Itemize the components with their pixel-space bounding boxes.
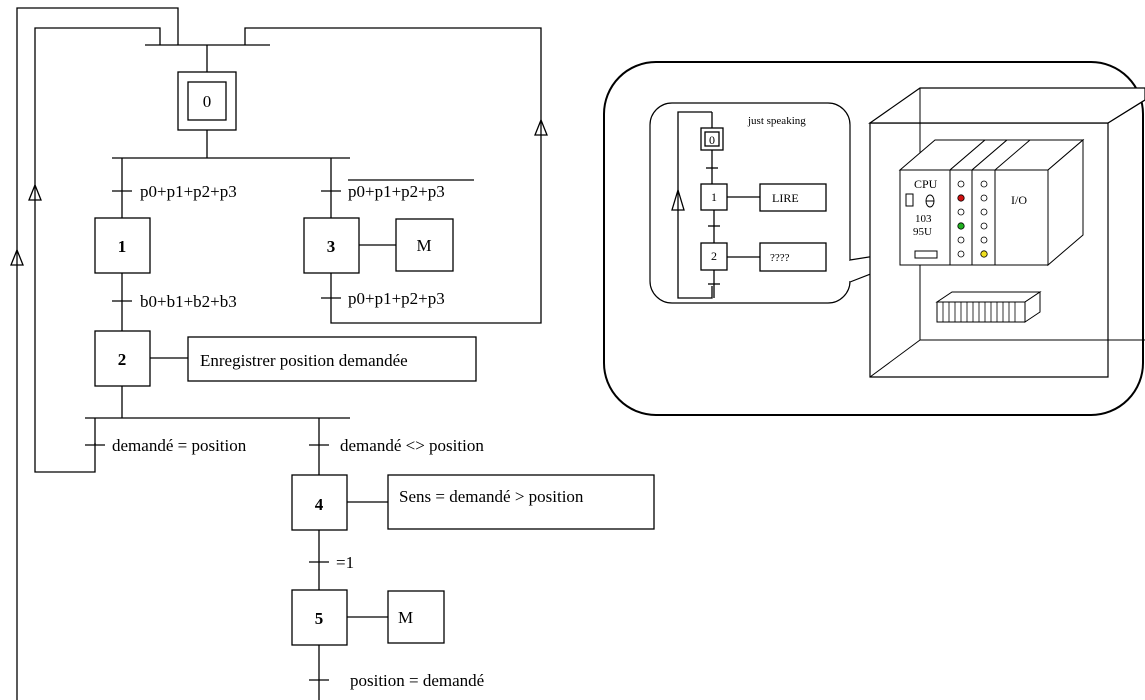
return-loop-from-step-2 [28, 27, 161, 473]
led-red-icon [957, 194, 965, 202]
step-4-label: 4 [315, 495, 324, 514]
transition-5-out-label: position = demandé [350, 671, 484, 690]
step-1-label: 1 [118, 237, 127, 256]
cpu-model-bottom: 95U [913, 226, 932, 238]
initial-step-0: 0 [177, 71, 237, 131]
mini-step-2: 2 [711, 249, 717, 263]
step-0-label: 0 [203, 92, 212, 111]
action-step-2: Enregistrer position demandée [187, 336, 477, 382]
io-label: I/O [1011, 193, 1027, 207]
plc-rack: CPU 103 95U [898, 138, 1085, 267]
led-yellow-icon [980, 250, 988, 258]
mini-step-0: 0 [709, 133, 715, 147]
bubble-caption: just speaking [747, 115, 806, 127]
step-3-label: 3 [327, 237, 336, 256]
step-4: 4 [291, 474, 348, 531]
cpu-model-top: 103 [915, 213, 932, 225]
step-1: 1 [94, 217, 151, 274]
return-loop-from-step-5 [10, 7, 320, 700]
cpu-port-icon [914, 250, 938, 259]
speech-bubble: just speaking 0 1 LIRE 2 ???? [649, 102, 946, 304]
step-3: 3 [303, 217, 360, 274]
action-5-label: M [398, 608, 413, 627]
transition-1-2-label: b0+b1+b2+b3 [140, 292, 237, 311]
step-2: 2 [94, 330, 151, 387]
transition-0-3-label: p0+p1+p2+p3 [348, 182, 445, 201]
step-5-label: 5 [315, 609, 324, 628]
cpu-label: CPU [914, 177, 938, 191]
transition-4-5-label: =1 [336, 553, 354, 572]
action-step-3: M [395, 218, 454, 272]
mini-action-1: LIRE [772, 191, 799, 205]
action-2-label: Enregistrer position demandée [200, 351, 408, 370]
led-green-icon [957, 222, 965, 230]
step-5: 5 [291, 589, 348, 646]
action-step-4: Sens = demandé > position [387, 474, 655, 530]
transition-2-0-label: demandé = position [112, 436, 247, 455]
action-4-label: Sens = demandé > position [399, 487, 584, 506]
cpu-switch-icon [905, 193, 914, 207]
step-2-label: 2 [118, 350, 127, 369]
mini-action-2: ???? [770, 252, 790, 264]
action-step-5: M [387, 590, 445, 644]
terminal-block [935, 291, 1042, 323]
return-loop-from-step-3 [244, 27, 548, 324]
action-3-label: M [416, 236, 431, 255]
transition-0-1-label: p0+p1+p2+p3 [140, 182, 237, 201]
mini-step-1: 1 [711, 190, 717, 204]
transition-3-0-label: p0+p1+p2+p3 [348, 289, 445, 308]
transition-2-4-label: demandé <> position [340, 436, 484, 455]
plc-illustration-panel: just speaking 0 1 LIRE 2 ???? [603, 61, 1145, 416]
